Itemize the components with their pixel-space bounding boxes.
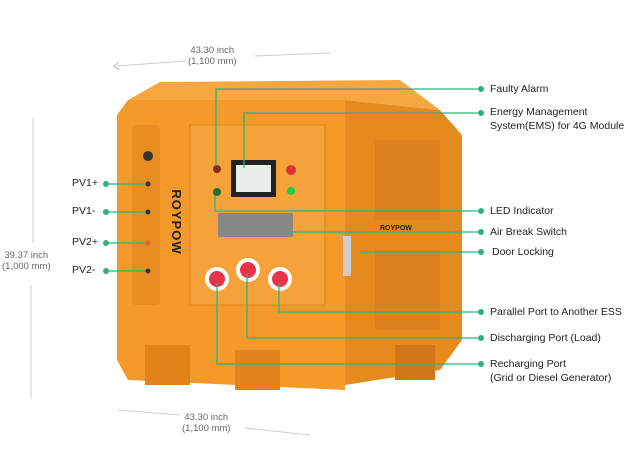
- callout-lines: [106, 88, 480, 365]
- dimension-mm: (1,000 mm): [2, 261, 51, 272]
- callout-faulty-alarm: Faulty Alarm: [490, 83, 549, 95]
- callout-led-indicator: LED Indicator: [490, 205, 554, 217]
- dimension-inch: 43.30 inch: [190, 45, 235, 56]
- bottom-dimension-arrow: [117, 409, 181, 416]
- top-dimension-label: 43.30 inch(1,100 mm): [188, 45, 237, 67]
- callout-line: Energy Management: [490, 106, 588, 118]
- pv-label: PV1+: [72, 177, 98, 189]
- callout-line: (Grid or Diesel Generator): [490, 372, 612, 384]
- ports: [205, 258, 292, 291]
- cabinet-top: [128, 80, 440, 110]
- brand-logo: ROYPOW: [169, 189, 184, 254]
- pv-label: PV1-: [72, 205, 96, 217]
- callout-line: Recharging Port: [490, 358, 566, 370]
- pv-label: PV2+: [72, 236, 98, 248]
- air-break-switch: [218, 213, 293, 237]
- power-button: [143, 151, 153, 161]
- callout-line: System(EMS) for 4G Module: [490, 120, 625, 132]
- led-indicator: [213, 188, 221, 196]
- callout-recharging-port: Recharging Port (Grid or Diesel Generator…: [490, 357, 611, 385]
- top-dimension-arrow: [117, 60, 186, 66]
- faulty-alarm-led: [213, 165, 221, 173]
- callout-discharging-port: Discharging Port (Load): [490, 332, 601, 344]
- bottom-dimension-label: 43.30 inch(1,100 mm): [182, 412, 231, 434]
- pv-label: PV2-: [72, 264, 96, 276]
- dimension-inch: 39.37 inch: [4, 250, 49, 261]
- emergency-stop: [286, 165, 296, 175]
- svg-text:ROYPOW: ROYPOW: [380, 225, 412, 232]
- callout-air-break-switch: Air Break Switch: [490, 226, 568, 238]
- height-dimension-label: 39.37 inch(1,000 mm): [2, 250, 51, 272]
- callout-door-locking: Door Locking: [492, 246, 554, 258]
- dimension-mm: (1,100 mm): [188, 56, 237, 67]
- dimension-mm: (1,100 mm): [182, 423, 231, 434]
- dimension-inch: 43.30 inch: [184, 412, 229, 423]
- callout-parallel-port: Parallel Port to Another ESS: [490, 306, 622, 318]
